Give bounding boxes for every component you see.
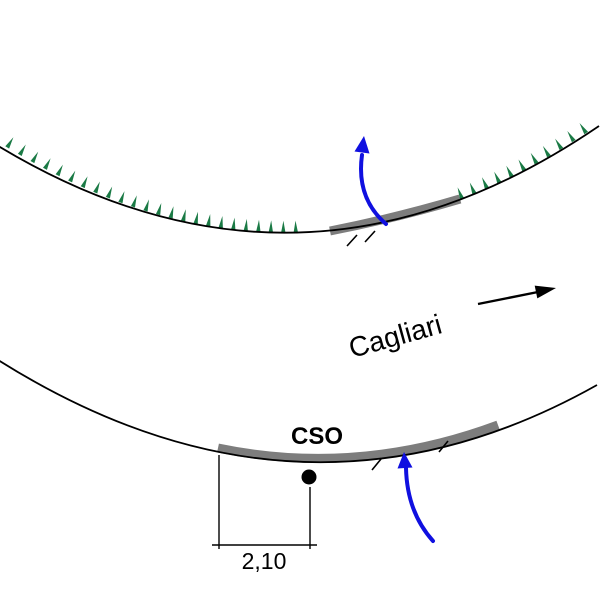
lower-stop-hatch-tick <box>438 440 449 453</box>
vegetation-tick <box>457 187 464 200</box>
upper-flow-arrow-head-icon <box>354 136 370 154</box>
vegetation-tick <box>5 137 14 149</box>
stop-label: CSO <box>291 423 343 450</box>
vegetation-tick <box>143 199 149 212</box>
direction-label: Cagliari <box>345 309 445 364</box>
upper-stop-bar <box>329 194 462 236</box>
upper-stop-hatch-tick <box>364 230 376 243</box>
lower-flow-arrow-shaft <box>404 466 435 543</box>
upper-road-edge <box>0 125 600 234</box>
upper-stop-hatch-tick <box>346 234 358 247</box>
vegetation-tick <box>243 218 248 231</box>
vegetation-tick <box>168 206 174 219</box>
lower-stop-hatch-tick <box>371 458 382 471</box>
vegetation-layer <box>5 123 588 233</box>
vegetation-tick <box>542 145 551 158</box>
lower-road-edge <box>0 360 598 464</box>
vegetation-tick <box>206 214 211 227</box>
direction-arrow-shaft <box>477 290 539 306</box>
vegetation-tick <box>530 152 539 165</box>
vegetation-tick <box>218 216 223 229</box>
vegetation-tick <box>469 182 477 195</box>
direction-arrow-head-icon <box>534 285 556 299</box>
vegetation-tick <box>155 203 162 216</box>
vegetation-tick <box>80 176 88 189</box>
vegetation-tick <box>17 144 26 156</box>
vegetation-tick <box>579 123 588 135</box>
vegetation-tick <box>93 181 100 194</box>
vegetation-tick <box>256 219 261 232</box>
vegetation-tick <box>193 211 198 224</box>
vegetation-tick <box>268 220 273 233</box>
vegetation-tick <box>105 186 113 199</box>
vegetation-tick <box>231 217 236 230</box>
vegetation-tick <box>30 151 39 164</box>
vegetation-tick <box>555 138 564 150</box>
vegetation-tick <box>68 170 76 183</box>
lower-stop-bar <box>217 420 500 463</box>
vegetation-tick <box>43 158 51 170</box>
vegetation-tick <box>181 209 186 222</box>
vegetation-tick <box>293 220 298 233</box>
vegetation-tick <box>55 164 63 177</box>
vegetation-tick <box>281 220 286 233</box>
vegetation-tick <box>518 159 527 172</box>
vegetation-tick <box>118 191 125 204</box>
reference-point-dot <box>301 469 317 485</box>
vegetation-tick <box>494 171 502 184</box>
vegetation-tick <box>567 131 576 143</box>
lower-flow-arrow-head-icon <box>397 452 413 469</box>
vegetation-tick <box>130 195 137 208</box>
vegetation-tick <box>506 165 514 178</box>
vegetation-tick <box>482 177 489 190</box>
dimension-label: 2,10 <box>242 548 287 574</box>
upper-flow-arrow-shaft <box>359 153 388 226</box>
